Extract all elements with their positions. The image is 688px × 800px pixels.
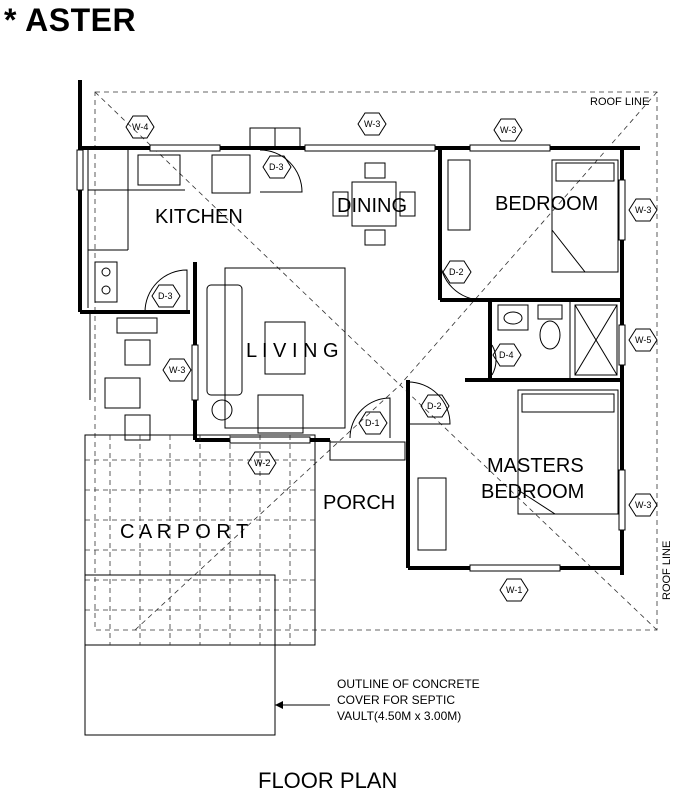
svg-text:W-4: W-4 (132, 122, 148, 132)
svg-text:W-3: W-3 (364, 119, 380, 129)
roof-line-label-top: ROOF LINE (590, 96, 649, 108)
svg-text:W-3: W-3 (500, 125, 516, 135)
septic-note-line1: OUTLINE OF CONCRETE (337, 677, 480, 691)
masters-label-line2: BEDROOM (481, 481, 584, 503)
svg-text:W-3: W-3 (169, 365, 185, 375)
plan-title: * ASTER (4, 2, 137, 38)
masters-label-line1: MASTERS (487, 455, 584, 477)
septic-cover-outline (84, 574, 330, 736)
windows (76, 144, 626, 572)
bathroom-fixtures (497, 304, 618, 376)
svg-text:D-3: D-3 (158, 291, 173, 301)
septic-note-line3: VAULT(4.50M x 3.00M) (337, 709, 461, 723)
roof-outline (94, 91, 658, 631)
svg-text:W-2: W-2 (254, 458, 270, 468)
svg-text:D-4: D-4 (499, 350, 514, 360)
bedroom-label: BEDROOM (495, 193, 598, 215)
svg-text:D-2: D-2 (449, 267, 464, 277)
kitchen-counter (87, 150, 251, 308)
svg-text:D-3: D-3 (269, 162, 284, 172)
carport-label: C A R P O R T (120, 521, 248, 543)
porch-label: PORCH (323, 492, 395, 514)
carport-grid (84, 434, 316, 646)
roof-line-label-right: ROOF LINE (661, 541, 673, 600)
svg-text:D-2: D-2 (427, 401, 442, 411)
svg-text:D-1: D-1 (365, 418, 380, 428)
kitchen-label: KITCHEN (155, 206, 243, 228)
svg-text:W-3: W-3 (635, 500, 651, 510)
masters-furniture (417, 389, 619, 551)
living-furniture (206, 267, 346, 434)
living-label: L I V I N G (246, 340, 339, 362)
septic-note-line2: COVER FOR SEPTIC (337, 693, 455, 707)
svg-text:W-5: W-5 (635, 335, 651, 345)
svg-text:W-3: W-3 (635, 205, 651, 215)
bedroom-furniture (447, 159, 619, 273)
tag-markers: W-4 W-3 W-3 W-3 W-5 W-3 W-1 W-2 W-3 D-3 … (125, 112, 658, 602)
dining-label: DINING (337, 195, 407, 217)
svg-text:W-1: W-1 (506, 585, 522, 595)
dining-table (332, 162, 416, 246)
entry-steps (104, 317, 158, 441)
floor-plan-caption: FLOOR PLAN (258, 768, 397, 793)
